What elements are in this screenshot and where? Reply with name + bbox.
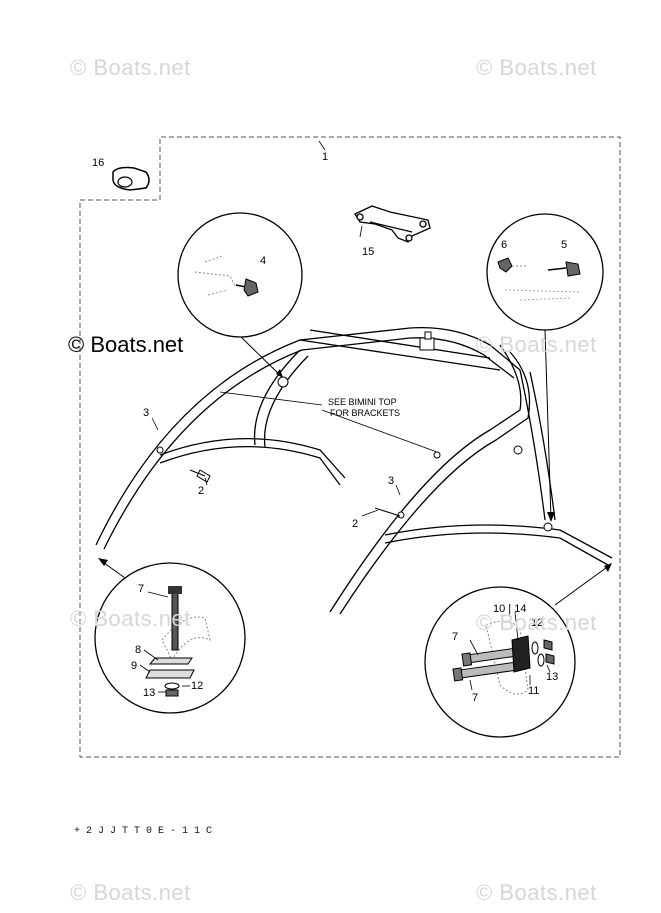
detail-circle-4 [177, 212, 303, 379]
callout-3a: 3 [143, 407, 149, 419]
leader-lines [151, 140, 438, 517]
watermark-top-left: © Boats.net [70, 55, 191, 80]
watermark-middle-left: © Boats.net [68, 332, 184, 357]
watermark-lower-left: © Boats.net [70, 606, 191, 631]
part-16-cap [112, 166, 150, 191]
callout-2b: 2 [352, 518, 358, 530]
watermark-bottom-right: © Boats.net [476, 880, 597, 905]
watermark-lower-right: © Boats.net [476, 610, 597, 635]
note-line-2: FOR BRACKETS [330, 408, 400, 418]
assembly-boundary [79, 136, 621, 758]
callout-7a: 7 [138, 583, 144, 595]
callout-3b: 3 [388, 475, 394, 487]
part-15-bracket [354, 205, 431, 243]
callout-2a: 2 [198, 485, 204, 497]
callout-12a: 12 [191, 680, 203, 692]
callout-8: 8 [135, 644, 141, 656]
watermark-top-right: © Boats.net [476, 55, 597, 80]
detail-circle-5-6 [486, 213, 604, 522]
watermark-bottom-left: © Boats.net [70, 880, 191, 905]
callout-6: 6 [501, 239, 507, 251]
callout-11: 11 [528, 685, 539, 697]
callout-7c: 7 [472, 692, 478, 704]
callout-13b: 13 [546, 671, 558, 683]
callout-16: 16 [92, 157, 104, 169]
diagram-code: + 2 J J T T 0 E - 1 1 C [74, 826, 213, 837]
callout-10-14: 10 | 14 [493, 603, 526, 615]
callout-labels: 1 16 15 4 6 5 3 2 3 2 7 8 9 12 13 10 | 1… [92, 151, 567, 704]
callout-15: 15 [362, 246, 374, 258]
callout-7b: 7 [452, 631, 458, 643]
callout-4: 4 [260, 255, 266, 267]
callout-1: 1 [322, 151, 328, 163]
watermark-mid-right: © Boats.net [476, 332, 597, 357]
callout-5: 5 [561, 239, 567, 251]
callout-12b: 12 [531, 617, 543, 629]
callout-13a: 13 [143, 687, 155, 699]
note-line-1: SEE BIMINI TOP [328, 397, 397, 407]
callout-9: 9 [131, 660, 137, 672]
frame-fittings [156, 331, 553, 532]
detail-circle-lower-left [94, 558, 246, 714]
detail-circle-lower-right [424, 563, 612, 738]
